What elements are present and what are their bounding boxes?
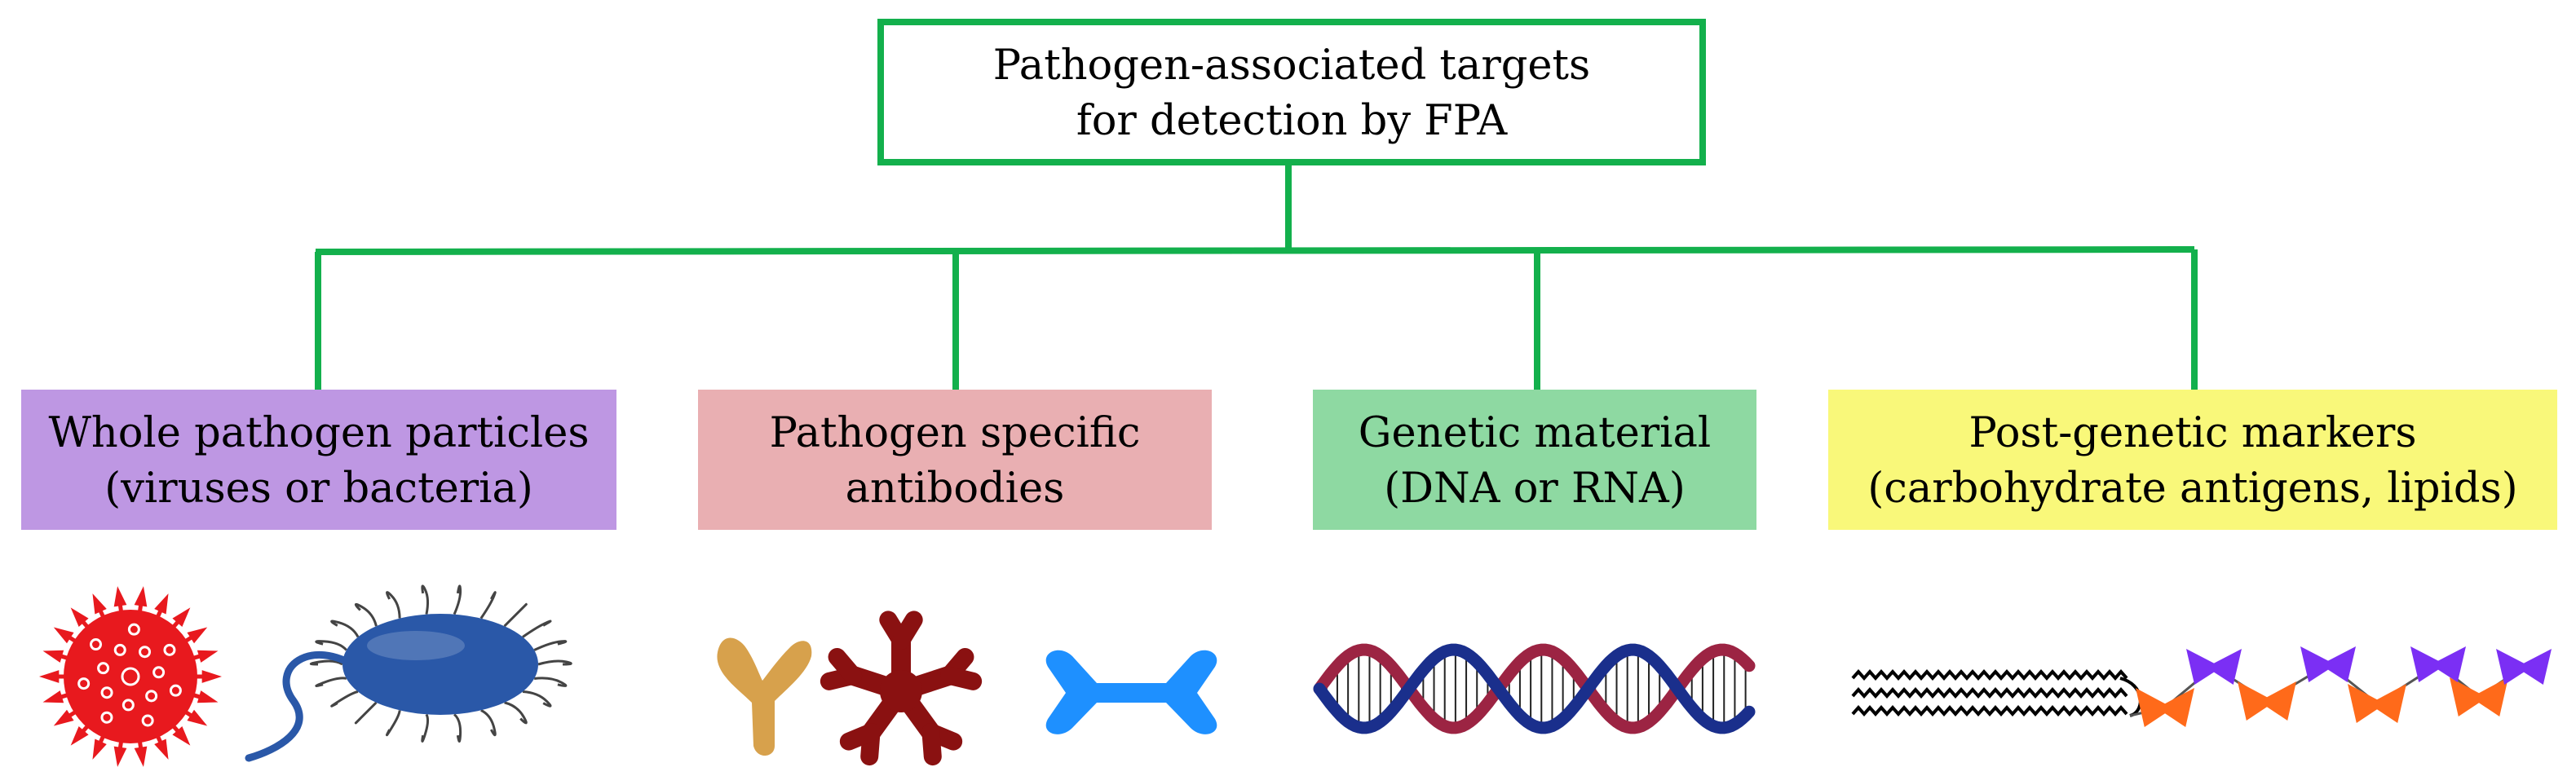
- category-box-4: [1828, 390, 2557, 530]
- category-3-line2: (DNA or RNA): [1384, 465, 1686, 513]
- category-antibodies: Pathogen specific antibodies: [698, 390, 1212, 530]
- category-post-genetic-markers: Post-genetic markers (carbohydrate antig…: [1828, 390, 2557, 530]
- connector-lines: [315, 163, 2198, 390]
- root-box: [877, 19, 1706, 165]
- igg-antibody-icon: [717, 637, 812, 756]
- category-box-3: [1313, 390, 1756, 530]
- category-box-1: [21, 390, 616, 530]
- category-2-line1: Pathogen specific: [770, 409, 1141, 457]
- lipid-chain-icon: [1851, 668, 2142, 717]
- horizontal-bus: [315, 246, 2195, 255]
- carbohydrate-chain-icon: [2129, 646, 2552, 727]
- category-box-2: [698, 390, 1212, 530]
- category-whole-pathogen: Whole pathogen particles (viruses or bac…: [21, 390, 616, 530]
- category-genetic-material: Genetic material (DNA or RNA): [1313, 390, 1756, 530]
- category-1-line2: (viruses or bacteria): [104, 465, 533, 513]
- root-title-line1: Pathogen-associated targets: [993, 42, 1590, 90]
- bacterium-icon: [245, 584, 572, 762]
- igm-antibody-icon: [820, 611, 983, 766]
- root-title-line2: for detection by FPA: [1076, 97, 1508, 145]
- dna-helix-icon: [1313, 643, 1756, 734]
- root-node: Pathogen-associated targets for detectio…: [877, 19, 1706, 165]
- iga-antibody-icon: [1045, 650, 1217, 734]
- category-4-line2: (carbohydrate antigens, lipids): [1867, 465, 2517, 513]
- category-4-line1: Post-genetic markers: [1968, 409, 2416, 457]
- category-3-line1: Genetic material: [1359, 409, 1711, 457]
- category-2-line2: antibodies: [846, 465, 1065, 513]
- virus-icon: [39, 586, 222, 767]
- category-1-line1: Whole pathogen particles: [48, 409, 589, 457]
